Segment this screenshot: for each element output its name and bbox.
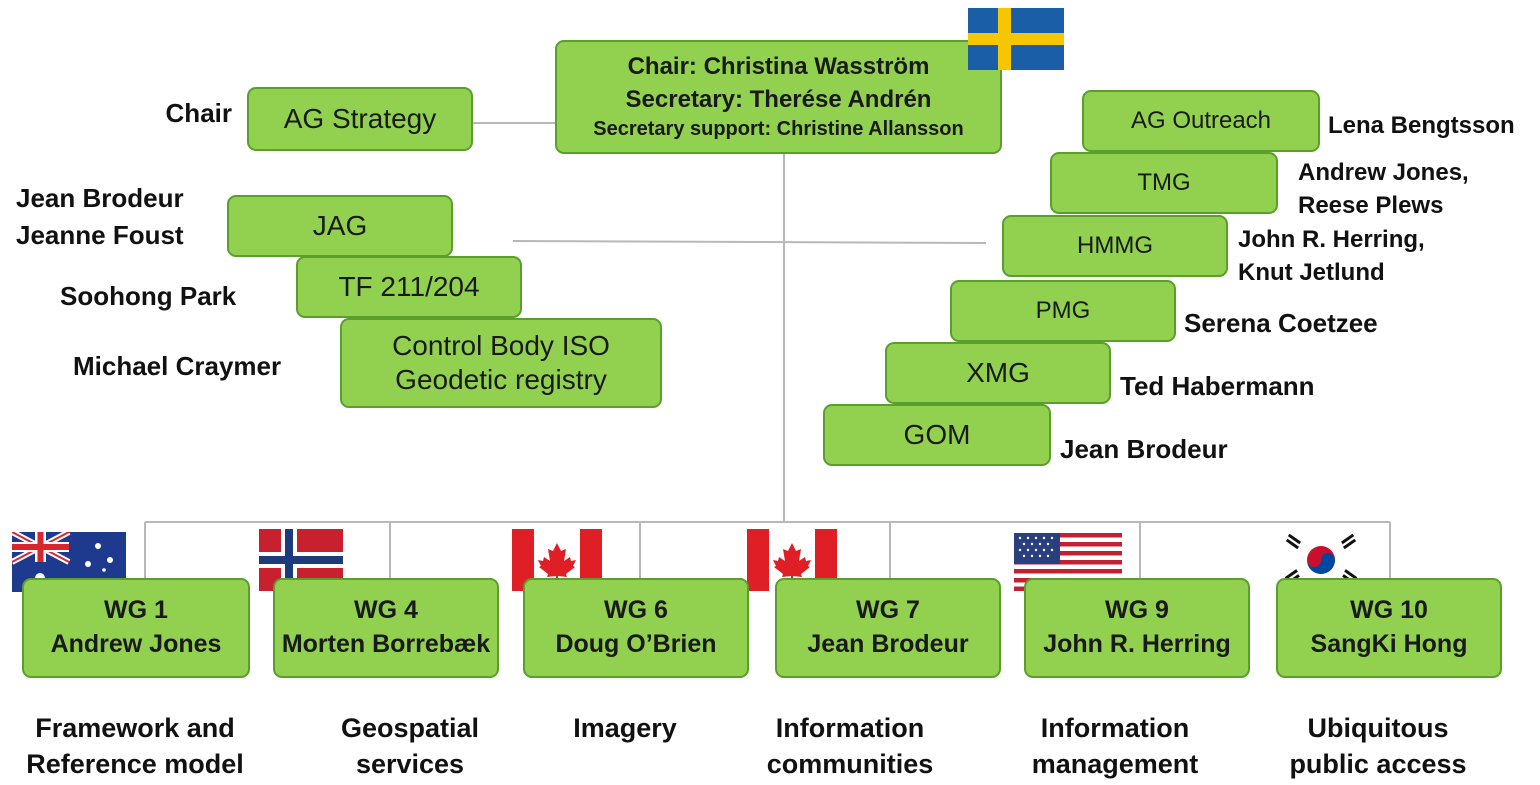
ag-outreach-box: AG Outreach xyxy=(1082,90,1320,152)
ag-outreach-person: Lena Bengtsson xyxy=(1328,112,1515,139)
wg-4-convenor: Morten Borrebæk xyxy=(281,630,491,658)
tmg-box: TMG xyxy=(1050,152,1278,214)
wg-6-convenor: Doug O’Brien xyxy=(555,630,717,658)
hmmg-box: HMMG xyxy=(1002,215,1228,277)
tf-box: TF 211/204 xyxy=(296,256,522,318)
control-body-person: Michael Craymer xyxy=(73,351,282,381)
wg-10-area: Ubiquitous public access xyxy=(1289,713,1467,780)
jag-person-1: Jean Brodeur xyxy=(16,183,184,213)
tmg-person-2: Reese Plews xyxy=(1298,192,1444,219)
secretary-name: Secretary: Therése Andrén xyxy=(625,85,932,113)
jag-person-2: Jeanne Foust xyxy=(16,220,184,250)
wg-6-area: Imagery xyxy=(573,713,677,743)
wg-1-title: WG 1 xyxy=(104,596,168,625)
wg-10-convenor: SangKi Hong xyxy=(1310,630,1468,658)
tmg-person-1: Andrew Jones, xyxy=(1298,159,1469,186)
wg-7-title: WG 7 xyxy=(856,596,920,625)
wg-6-box: WG 6 Doug O’Brien xyxy=(523,578,749,678)
wg-4-area: Geospatial services xyxy=(340,713,480,780)
pmg-person: Serena Coetzee xyxy=(1184,308,1378,338)
wg-10-title: WG 10 xyxy=(1350,596,1428,625)
wg-7-area: Information communities xyxy=(766,713,934,780)
wg-1-convenor: Andrew Jones xyxy=(50,630,222,658)
wg-4-title: WG 4 xyxy=(354,596,418,625)
wg-10-box: WG 10 SangKi Hong xyxy=(1276,578,1502,678)
tf-person: Soohong Park xyxy=(60,281,237,311)
hmmg-person-1: John R. Herring, xyxy=(1238,226,1425,253)
wg-1-area: Framework and Reference model xyxy=(26,713,244,780)
wg-7-convenor: Jean Brodeur xyxy=(807,630,969,658)
gom-box: GOM xyxy=(823,404,1051,466)
hmmg-person-2: Knut Jetlund xyxy=(1238,259,1385,286)
ag-strategy-person: Chair xyxy=(165,98,232,128)
xmg-person: Ted Habermann xyxy=(1120,371,1315,401)
control-body-line1: Control Body ISO xyxy=(392,330,610,362)
wg-9-convenor: John R. Herring xyxy=(1043,630,1231,658)
control-body-line2: Geodetic registry xyxy=(395,364,607,395)
gom-person: Jean Brodeur xyxy=(1060,434,1228,464)
wg-6-title: WG 6 xyxy=(604,596,668,625)
connector-side-groups xyxy=(512,240,987,244)
sweden-flag-icon xyxy=(968,8,1064,70)
chair-name: Chair: Christina Wasström xyxy=(627,53,930,81)
wg-9-title: WG 9 xyxy=(1105,596,1169,625)
chair-box: Chair: Christina Wasström Secretary: The… xyxy=(555,40,1002,154)
wg-9-area: Information management xyxy=(1031,713,1199,780)
jag-box: JAG xyxy=(227,195,453,257)
wg-7-box: WG 7 Jean Brodeur xyxy=(775,578,1001,678)
wg-9-box: WG 9 John R. Herring xyxy=(1024,578,1250,678)
pmg-box: PMG xyxy=(950,280,1176,342)
wg-4-box: WG 4 Morten Borrebæk xyxy=(273,578,499,678)
wg-1-box: WG 1 Andrew Jones xyxy=(22,578,250,678)
xmg-box: XMG xyxy=(885,342,1111,404)
control-body-box: Control Body ISO Geodetic registry xyxy=(340,318,662,408)
secretary-support-name: Secretary support: Christine Allansson xyxy=(593,117,964,140)
ag-strategy-box: AG Strategy xyxy=(247,87,473,151)
